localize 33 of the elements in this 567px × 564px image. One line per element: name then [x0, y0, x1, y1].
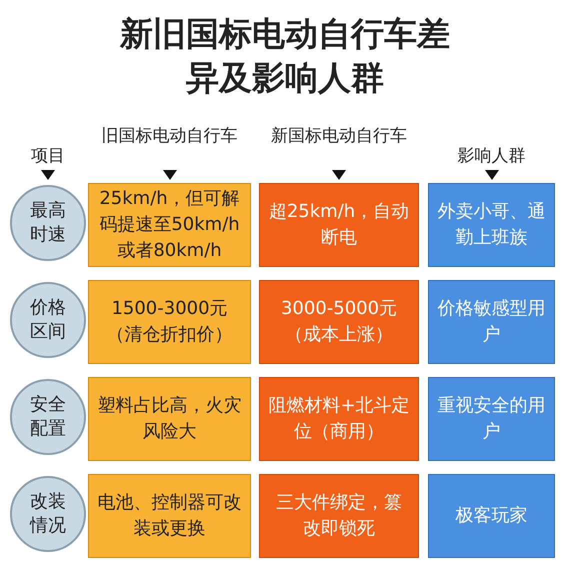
cell-text: 价格敏感型用户 — [437, 297, 546, 347]
affected-group-box — [428, 280, 555, 364]
old-standard-box — [88, 474, 251, 558]
affected-group-box — [428, 183, 555, 267]
category-label: 安全配置 — [30, 393, 66, 441]
cell-text: 3000-5000元（成本上涨） — [280, 297, 398, 347]
affected-group-box — [428, 474, 555, 558]
new-standard-box — [259, 280, 419, 364]
new-standard-box — [259, 377, 419, 461]
old-standard-box — [88, 183, 251, 267]
cell-text: 25km/h，但可解码提速至50km/h或者80km/h — [98, 187, 241, 263]
new-standard-box — [259, 183, 419, 267]
old-standard-box — [88, 377, 251, 461]
cell-text: 1500-3000元（清仓折扣价） — [106, 297, 234, 347]
column-header: 项目 — [30, 146, 66, 167]
old-standard-box — [88, 280, 251, 364]
cell-text: 塑料占比高，火灾风险大 — [97, 394, 242, 444]
new-standard-box — [259, 474, 419, 558]
cell-text: 超25km/h，自动断电 — [268, 200, 410, 250]
cell-text: 极客玩家 — [456, 504, 528, 528]
category-label: 最高时速 — [30, 199, 66, 247]
category-label: 价格区间 — [30, 296, 66, 344]
category-label: 改装情况 — [30, 490, 66, 538]
column-header: 影响人群 — [456, 146, 526, 167]
cell-text: 电池、控制器可改装或更换 — [97, 491, 242, 541]
title: 新旧国标电动自行车差异及影响人群 — [120, 13, 450, 99]
column-header: 新国标电动自行车 — [270, 126, 408, 147]
column-header: 旧国标电动自行车 — [100, 126, 238, 147]
cell-text: 外卖小哥、通勤上班族 — [437, 200, 546, 250]
cell-text: 阻燃材料+北斗定位（商用） — [268, 394, 410, 444]
cell-text: 重视安全的用户 — [437, 394, 546, 444]
cell-text: 三大件绑定，篡改即锁死 — [275, 491, 403, 541]
affected-group-box — [428, 377, 555, 461]
